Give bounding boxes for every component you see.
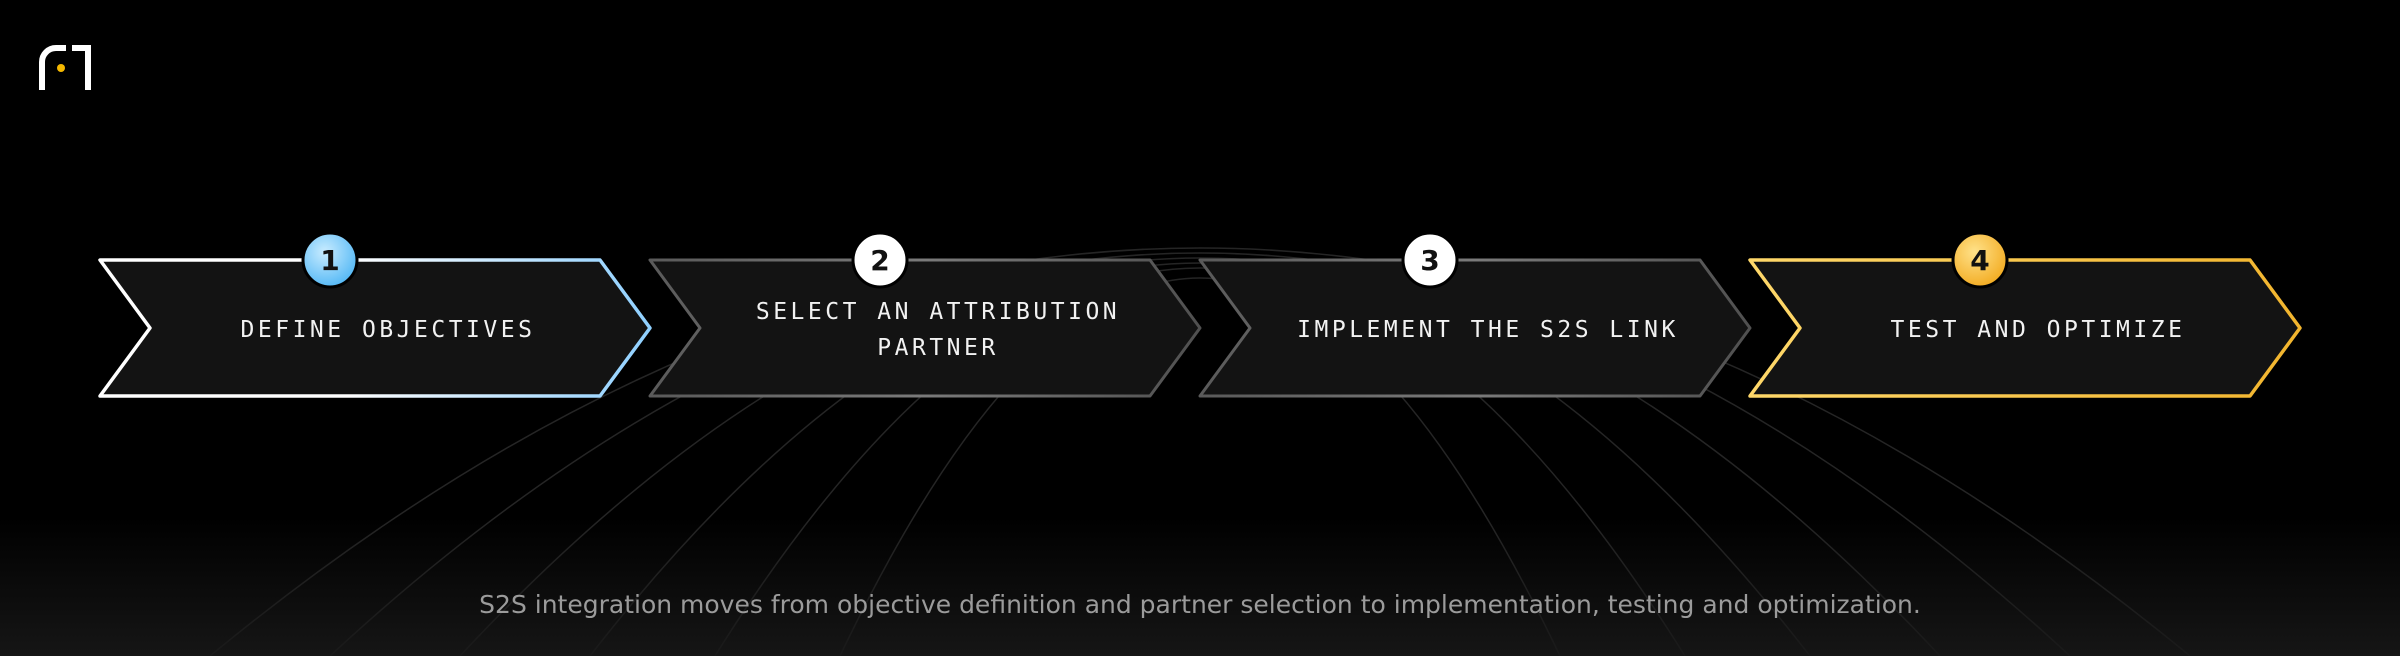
step-1-label-line: DEFINE OBJECTIVES (240, 317, 536, 343)
step-1-label: DEFINE OBJECTIVES (188, 312, 588, 348)
brand-logo-icon (39, 45, 91, 90)
step-2-number: 2 (870, 244, 889, 277)
step-1-chevron (98, 258, 652, 398)
step-3-chevron (1198, 258, 1752, 398)
step-4-number: 4 (1970, 244, 1989, 277)
step-2-label-line: SELECT AN ATTRIBUTION (755, 299, 1121, 325)
bottom-glow (0, 516, 2400, 656)
step-4-label: TEST AND OPTIMIZE (1838, 312, 2238, 348)
step-2-label-line: PARTNER (877, 335, 999, 361)
logo-accent-dot (57, 64, 65, 72)
step-4-chevron (1748, 258, 2302, 398)
step-3-label: IMPLEMENT THE S2S LINK (1288, 312, 1688, 348)
step-1-number: 1 (320, 244, 339, 277)
step-4-label-line: TEST AND OPTIMIZE (1890, 317, 2186, 343)
step-2: 2 (648, 231, 1202, 398)
step-4-badge (1951, 231, 2009, 289)
step-2-label: SELECT AN ATTRIBUTION PARTNER (738, 294, 1138, 366)
step-1: 1 (98, 231, 652, 398)
step-3-badge (1401, 231, 1459, 289)
step-1-badge (301, 231, 359, 289)
step-3: 3 (1198, 231, 1752, 398)
step-2-chevron (648, 258, 1202, 398)
step-2-badge (851, 231, 909, 289)
step-4: 4 (1748, 231, 2302, 398)
step-3-number: 3 (1420, 244, 1439, 277)
diagram-caption: S2S integration moves from objective def… (479, 590, 1921, 619)
step-3-label-line: IMPLEMENT THE S2S LINK (1297, 317, 1679, 343)
